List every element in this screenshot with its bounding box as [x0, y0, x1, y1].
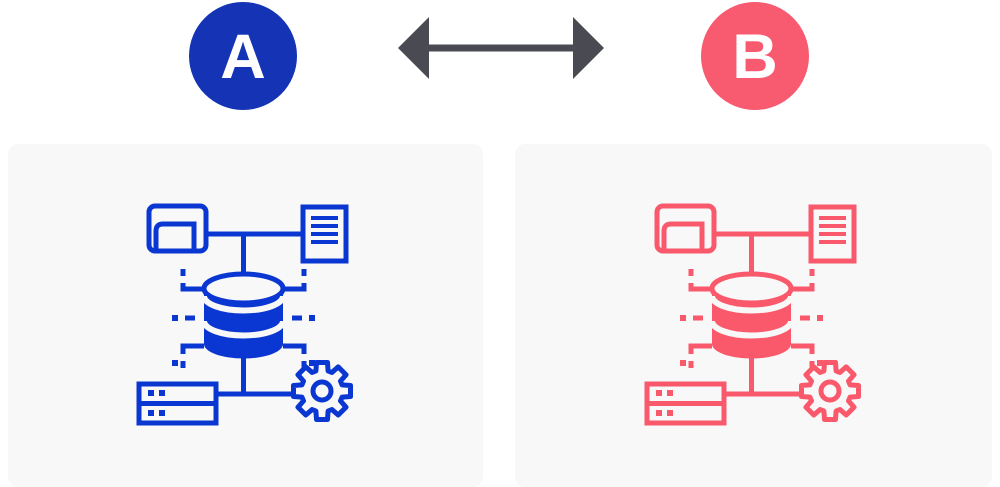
database-architecture-icon	[644, 196, 864, 436]
option-b-badge: B	[701, 2, 809, 110]
double-arrow-icon	[398, 17, 604, 79]
option-a-panel	[8, 144, 483, 487]
database-architecture-icon	[136, 196, 356, 436]
option-a-label: A	[220, 22, 266, 92]
option-b-circle	[701, 2, 809, 110]
arrow-head-right	[573, 17, 604, 79]
option-b-panel	[515, 144, 992, 487]
arrow-head-left	[398, 17, 429, 79]
option-a-circle	[189, 2, 297, 110]
option-a-badge: A	[189, 2, 297, 110]
option-b-label: B	[732, 22, 778, 92]
